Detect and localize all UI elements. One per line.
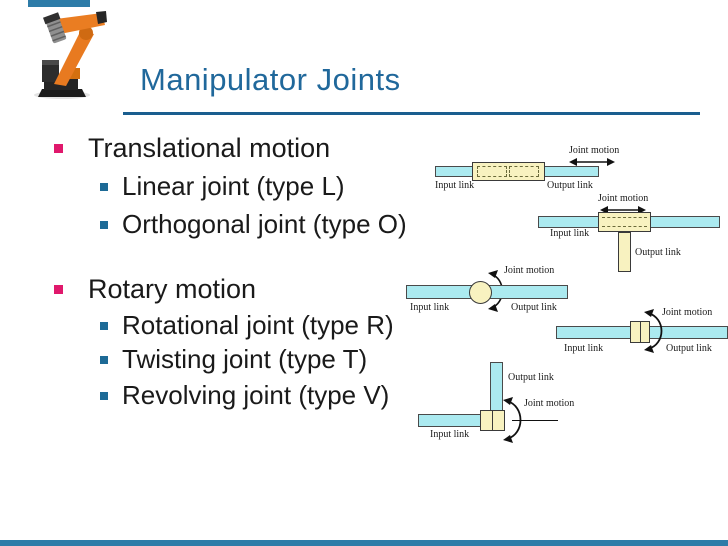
joint-motion-label: Joint motion [598, 193, 649, 204]
diagram-revolving-joint: Output link Joint motion Input link [416, 360, 591, 444]
bullet-orthogonal-joint: Orthogonal joint (type O) [100, 209, 407, 240]
joint-block [472, 162, 545, 181]
double-arrow-icon [569, 158, 615, 166]
bullet-square-icon [54, 144, 63, 153]
bullet-label: Revolving joint (type V) [122, 380, 390, 410]
diagram-linear-joint: Joint motion Input link Output link [433, 144, 623, 196]
joint-motion-label: Joint motion [662, 307, 713, 318]
top-accent-bar [28, 0, 90, 7]
joint-block [480, 410, 505, 431]
bullet-linear-joint: Linear joint (type L) [100, 171, 345, 202]
bullet-rotary-motion: Rotary motion [54, 274, 256, 305]
diagram-orthogonal-joint: Joint motion Input link Output link [538, 192, 728, 272]
bullet-square-icon [100, 321, 108, 330]
joint-motion-label: Joint motion [569, 145, 620, 156]
bullet-label: Twisting joint (type T) [122, 344, 368, 374]
output-link-label: Output link [635, 247, 681, 258]
bullet-rotational-joint: Rotational joint (type R) [100, 310, 394, 341]
diagram-rotational-joint: Joint motion Input link Output link [404, 264, 578, 314]
bullet-square-icon [100, 220, 108, 229]
input-link-bar [418, 414, 482, 427]
input-link-label: Input link [410, 302, 450, 313]
input-link-label: Input link [430, 429, 470, 440]
bottom-accent-bar [0, 540, 728, 546]
joint-block [598, 212, 651, 232]
bullet-label: Orthogonal joint (type O) [122, 209, 407, 239]
joint-circle [469, 281, 492, 304]
input-link-label: Input link [550, 228, 590, 239]
bullet-translational-motion: Translational motion [54, 133, 330, 164]
output-link-label: Output link [508, 372, 554, 383]
joint-motion-label: Joint motion [504, 265, 555, 276]
title-underline [123, 112, 700, 115]
bullet-square-icon [100, 182, 108, 191]
robot-arm-image [34, 11, 107, 99]
bullet-label: Rotary motion [88, 274, 257, 304]
input-link-label: Input link [564, 343, 604, 354]
bullet-twisting-joint: Twisting joint (type T) [100, 344, 367, 375]
joint-motion-label: Joint motion [524, 398, 575, 409]
output-link-stem [618, 232, 631, 272]
bullet-square-icon [100, 355, 108, 364]
output-link-label: Output link [511, 302, 557, 313]
output-link-label: Output link [666, 343, 712, 354]
bullet-label: Translational motion [88, 133, 331, 163]
page-title: Manipulator Joints [140, 62, 401, 97]
bullet-label: Linear joint (type L) [122, 171, 345, 201]
input-link-label: Input link [435, 180, 475, 191]
bullet-square-icon [54, 285, 63, 294]
axis-line [512, 420, 558, 421]
joint-block [630, 321, 650, 343]
bullet-label: Rotational joint (type R) [122, 310, 394, 340]
twist-arrow-icon [644, 309, 663, 353]
revolve-arrow-icon [503, 397, 522, 443]
diagram-twisting-joint: Joint motion Input link Output link [556, 306, 728, 358]
output-link-label: Output link [547, 180, 593, 191]
bullet-revolving-joint: Revolving joint (type V) [100, 380, 389, 411]
bullet-square-icon [100, 391, 108, 400]
